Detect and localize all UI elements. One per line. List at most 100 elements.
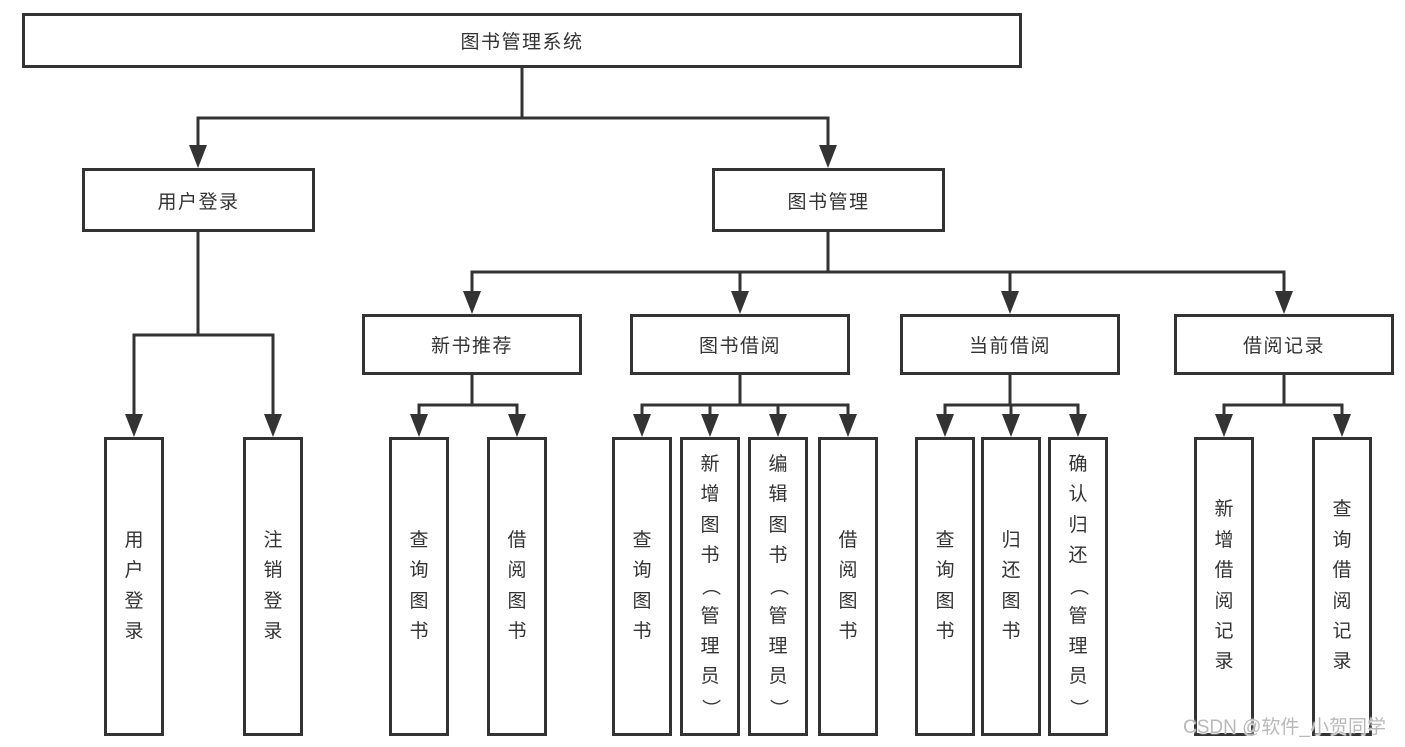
- vertical-char: 理: [700, 636, 720, 658]
- node-label: 用户登录: [157, 191, 240, 213]
- vertical-char: （: [768, 576, 790, 596]
- vertical-char: 书: [409, 620, 429, 642]
- vertical-char: 书: [935, 620, 955, 642]
- node-label: 查询图书: [935, 440, 954, 733]
- leaf-record-query-borrow-record: 查询借阅记录: [1312, 437, 1372, 736]
- vertical-char: 记: [1332, 620, 1352, 642]
- arrowhead: [1001, 291, 1019, 314]
- vertical-char: 增: [700, 484, 720, 506]
- vertical-char: ）: [768, 698, 790, 718]
- leaf-current-return-books: 归还图书: [981, 437, 1041, 736]
- vertical-char: 查: [1332, 499, 1352, 521]
- arrowhead: [633, 414, 651, 437]
- node-label: 查询图书: [409, 440, 428, 733]
- node-label: 借阅图书: [838, 440, 857, 733]
- vertical-char: 新: [700, 453, 720, 475]
- leaf-logout-login: 注销登录: [243, 437, 303, 736]
- node-label: 借阅图书: [507, 440, 526, 733]
- node-label: 借阅记录: [1242, 336, 1325, 357]
- vertical-char: 录: [1332, 651, 1352, 673]
- vertical-char: 销: [263, 560, 283, 582]
- vertical-char: 还: [1001, 560, 1021, 582]
- node-label: 注销登录: [263, 440, 282, 733]
- vertical-char: 借: [507, 529, 527, 551]
- vertical-char: 图: [768, 514, 788, 536]
- node-label: 图书借阅: [698, 336, 781, 357]
- vertical-char: 确: [1068, 453, 1088, 475]
- connector-root-to-level2: [189, 68, 837, 168]
- leaf-user-login: 用户登录: [104, 437, 164, 736]
- vertical-char: ）: [1068, 698, 1090, 718]
- node-book-management: 图书管理: [712, 168, 945, 232]
- node-label: 归还图书: [1001, 440, 1020, 733]
- connector-borrow-record-children: [1215, 375, 1351, 437]
- connector-book-management-children: [463, 232, 1293, 314]
- arrowhead: [1002, 414, 1020, 437]
- node-label: 新书推荐: [430, 336, 513, 357]
- vertical-char: 查: [935, 529, 955, 551]
- leaf-borrow-query-books: 查询图书: [612, 437, 672, 736]
- vertical-char: 员: [1068, 666, 1088, 688]
- connector-user-login-children: [125, 232, 282, 437]
- node-new-book-recommendation: 新书推荐: [362, 314, 582, 375]
- vertical-char: 询: [409, 560, 429, 582]
- leaf-current-confirm-return-admin: 确认归还（管理员）: [1048, 437, 1108, 736]
- vertical-char: 图: [507, 590, 527, 612]
- vertical-char: 辑: [768, 484, 788, 506]
- vertical-char: 归: [1001, 529, 1021, 551]
- node-book-borrowing: 图书借阅: [630, 314, 850, 375]
- leaf-current-query-books: 查询图书: [915, 437, 975, 736]
- node-library-system: 图书管理系统: [22, 13, 1022, 68]
- node-label: 用户登录: [124, 440, 143, 733]
- vertical-char: 询: [1332, 529, 1352, 551]
- node-label: 当前借阅: [968, 336, 1051, 357]
- vertical-char: 查: [632, 529, 652, 551]
- node-label: 确认归还（管理员）: [1068, 440, 1089, 733]
- vertical-char: 登: [263, 590, 283, 612]
- vertical-char: 书: [768, 544, 788, 566]
- vertical-char: 还: [1068, 544, 1088, 566]
- node-label: 新增图书（管理员）: [700, 440, 721, 733]
- vertical-char: 阅: [838, 560, 858, 582]
- vertical-char: ）: [700, 698, 722, 718]
- arrowhead: [701, 414, 719, 437]
- vertical-char: 书: [507, 620, 527, 642]
- arrowhead: [264, 414, 282, 437]
- vertical-char: 录: [1214, 651, 1234, 673]
- vertical-char: 登: [124, 590, 144, 612]
- vertical-char: 户: [124, 560, 144, 582]
- arrowhead: [1275, 291, 1293, 314]
- vertical-char: 注: [263, 529, 283, 551]
- vertical-char: 书: [632, 620, 652, 642]
- vertical-char: 编: [768, 453, 788, 475]
- vertical-char: 归: [1068, 514, 1088, 536]
- vertical-char: 管: [768, 605, 788, 627]
- node-label: 编辑图书（管理员）: [768, 440, 789, 733]
- connector-new-book-children: [410, 375, 526, 437]
- vertical-char: 阅: [1332, 590, 1352, 612]
- vertical-char: 图: [1001, 590, 1021, 612]
- leaf-borrow-edit-books-admin: 编辑图书（管理员）: [748, 437, 808, 736]
- vertical-char: 借: [1214, 560, 1234, 582]
- arrowhead: [1215, 414, 1233, 437]
- node-label: 图书管理系统: [460, 32, 584, 53]
- vertical-char: 员: [768, 666, 788, 688]
- vertical-char: 记: [1214, 620, 1234, 642]
- node-label: 查询借阅记录: [1332, 440, 1351, 733]
- node-label: 查询图书: [632, 440, 651, 733]
- vertical-char: 图: [838, 590, 858, 612]
- node-user-login: 用户登录: [82, 168, 315, 232]
- vertical-char: 书: [700, 544, 720, 566]
- vertical-char: 图: [700, 514, 720, 536]
- arrowhead: [463, 291, 481, 314]
- watermark: CSDN @软件_小贺同学: [1183, 717, 1386, 738]
- vertical-char: 借: [1332, 560, 1352, 582]
- vertical-char: （: [700, 576, 722, 596]
- arrowhead: [731, 291, 749, 314]
- arrowhead: [1333, 414, 1351, 437]
- vertical-char: 图: [632, 590, 652, 612]
- vertical-char: 员: [700, 666, 720, 688]
- vertical-char: 认: [1068, 484, 1088, 506]
- vertical-char: 阅: [1214, 590, 1234, 612]
